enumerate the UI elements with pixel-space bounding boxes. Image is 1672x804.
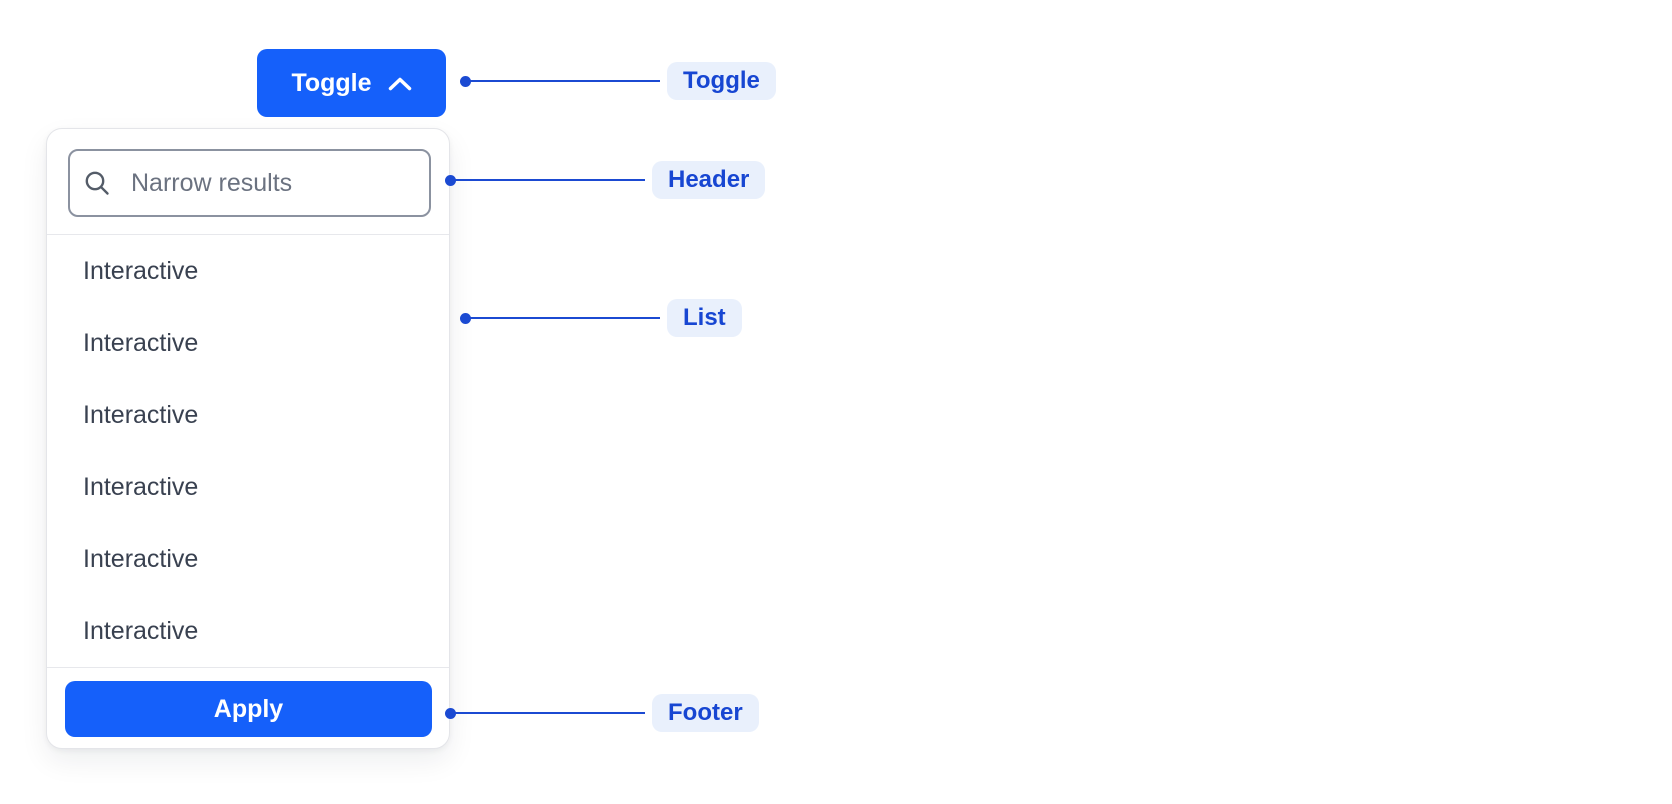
dropdown-panel: Interactive Interactive Interactive Inte… [46,128,450,749]
annotation-list: List [460,299,742,337]
connector-line [455,711,645,715]
connector-dot [460,75,471,87]
search-icon [83,169,111,197]
list-item[interactable]: Interactive [83,544,199,573]
connector-dot [460,312,471,324]
list-item[interactable]: Interactive [83,616,199,645]
annotation-label: Footer [652,694,759,732]
connector-line [455,178,645,182]
annotation-label: Header [652,161,766,199]
connector-dot [445,707,456,719]
search-box[interactable] [68,149,431,217]
connector-line [470,316,660,320]
dropdown-footer: Apply [47,667,449,748]
chevron-up-icon [388,75,412,91]
annotation-label: Toggle [667,62,776,100]
list-item[interactable]: Interactive [83,256,199,285]
search-input[interactable] [111,168,429,198]
annotation-header: Header [445,161,766,199]
annotation-footer: Footer [445,694,759,732]
dropdown-header [47,129,449,235]
apply-button[interactable]: Apply [65,681,432,737]
list-item[interactable]: Interactive [83,472,199,501]
list-item[interactable]: Interactive [83,328,199,357]
connector-line [470,79,660,83]
toggle-button-label: Toggle [291,68,372,97]
annotation-toggle: Toggle [460,62,776,100]
toggle-button[interactable]: Toggle [257,49,446,117]
dropdown-list: Interactive Interactive Interactive Inte… [47,235,449,667]
connector-dot [445,174,456,186]
annotation-label: List [667,299,742,337]
list-item[interactable]: Interactive [83,400,199,429]
